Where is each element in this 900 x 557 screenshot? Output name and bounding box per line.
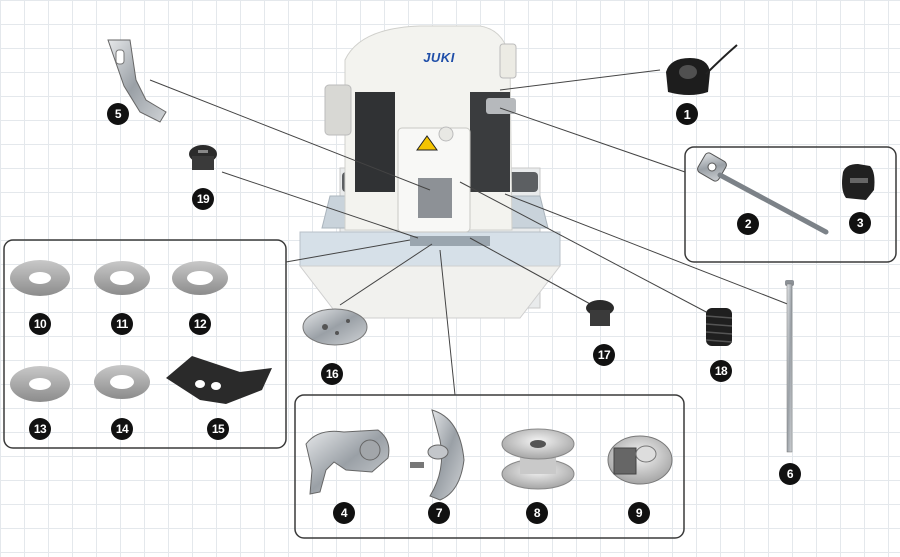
callout-16: 16 (321, 363, 343, 385)
washer-images (10, 260, 228, 402)
part-17-image (586, 300, 614, 326)
part-8-image (501, 428, 575, 490)
callout-4: 4 (333, 502, 355, 524)
group-box-parts-2-3 (684, 146, 897, 263)
part-18-image (705, 308, 733, 346)
callout-17: 17 (593, 344, 615, 366)
brand-logo: JUKI (423, 49, 455, 65)
callout-18: 18 (710, 360, 732, 382)
sewing-machine-image (298, 25, 562, 319)
part-7-image (410, 409, 465, 501)
callout-7: 7 (428, 502, 450, 524)
callout-14: 14 (111, 418, 133, 440)
callout-1: 1 (676, 103, 698, 125)
callout-19: 19 (192, 188, 214, 210)
part-9-image (607, 435, 673, 485)
group-box-hook-bobbin (294, 394, 685, 539)
part-5-image (107, 39, 167, 123)
callout-13: 13 (29, 418, 51, 440)
part-1-image (666, 44, 738, 95)
part-16-image (302, 308, 368, 346)
part-19-image (189, 145, 217, 170)
part-4-image (305, 429, 390, 495)
group-box-washers (3, 239, 287, 449)
part-2-image (697, 152, 829, 235)
callout-12: 12 (189, 313, 211, 335)
callout-3: 3 (849, 212, 871, 234)
callout-11: 11 (111, 313, 133, 335)
callout-8: 8 (526, 502, 548, 524)
part-6-image (785, 280, 794, 453)
leader-lines (149, 69, 791, 396)
callout-2: 2 (737, 213, 759, 235)
callout-6: 6 (779, 463, 801, 485)
part-3-image (842, 164, 875, 200)
callout-15: 15 (207, 418, 229, 440)
callout-10: 10 (29, 313, 51, 335)
part-15-image (166, 356, 272, 404)
callout-9: 9 (628, 502, 650, 524)
callout-5: 5 (107, 103, 129, 125)
